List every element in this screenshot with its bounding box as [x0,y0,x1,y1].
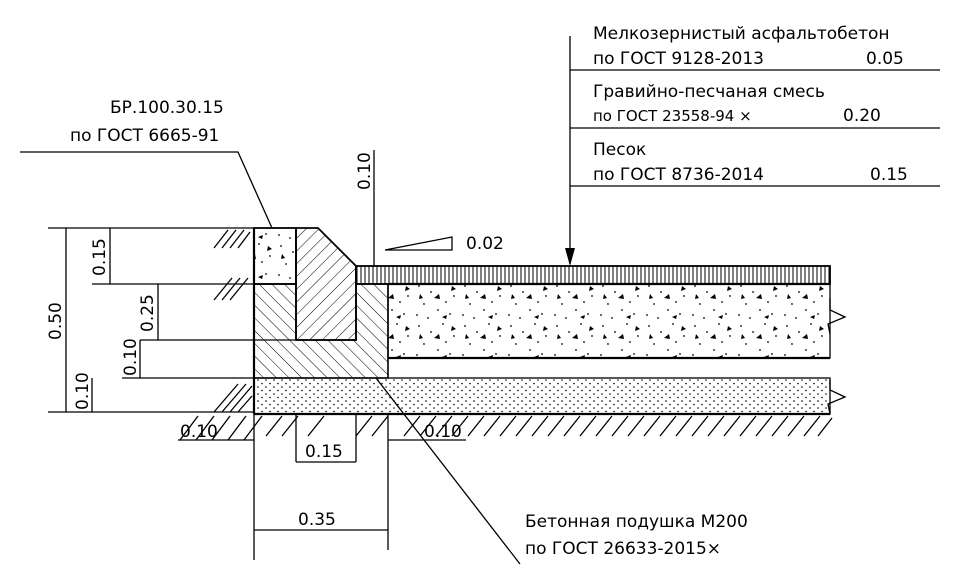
curb-callout-line1: БР.100.30.15 [110,98,224,118]
asphalt-layer [355,265,831,285]
curb-stone [295,227,357,341]
break-line-upper [827,298,847,335]
dim-total-height: 0.50 [46,302,66,340]
asphalt-thickness: 0.05 [866,49,904,69]
dim-curb-reveal: 0.10 [355,152,375,190]
arrow-head [565,248,575,266]
curb-callout-line2: по ГОСТ 6665-91 [70,126,219,146]
sand-layer [253,377,831,415]
gravel-thickness: 0.20 [843,106,881,126]
curb-backfill [253,227,297,285]
break-line-lower [827,380,847,415]
asphalt-callout-line2: по ГОСТ 9128-2013 [593,49,764,69]
sand-callout-line1: Песок [593,140,646,160]
dim-right-offset: 0.10 [424,422,462,442]
dim-base: 0.10 [73,372,93,410]
soil-bottom [179,415,833,441]
vertical-dimensions [48,150,375,413]
dim-curb-gap: 0.10 [121,338,141,376]
concrete-callout-line2: по ГОСТ 26633-2015× [525,539,721,559]
gravel-layer [387,283,831,359]
soil-left [213,229,253,413]
dim-cushion-width: 0.35 [298,510,336,530]
gravel-callout-line2: по ГОСТ 23558-94 × [593,107,752,125]
dim-curb-top: 0.15 [90,238,110,276]
concrete-callout-line1: Бетонная подушка М200 [525,512,748,532]
asphalt-callout-line1: Мелкозернистый асфальтобетон [593,24,890,44]
sand-callout-line2: по ГОСТ 8736-2014 [593,165,764,185]
slope-label: 0.02 [466,234,504,254]
slope-symbol [384,236,453,251]
dim-curb-width: 0.15 [305,442,343,462]
dim-left-offset: 0.10 [180,422,218,442]
sand-thickness: 0.15 [870,165,908,185]
horizontal-dimensions [178,414,466,560]
leader-lines [20,36,940,565]
gravel-callout-line1: Гравийно-песчаная смесь [593,82,825,102]
dim-curb-mid: 0.25 [138,294,158,332]
